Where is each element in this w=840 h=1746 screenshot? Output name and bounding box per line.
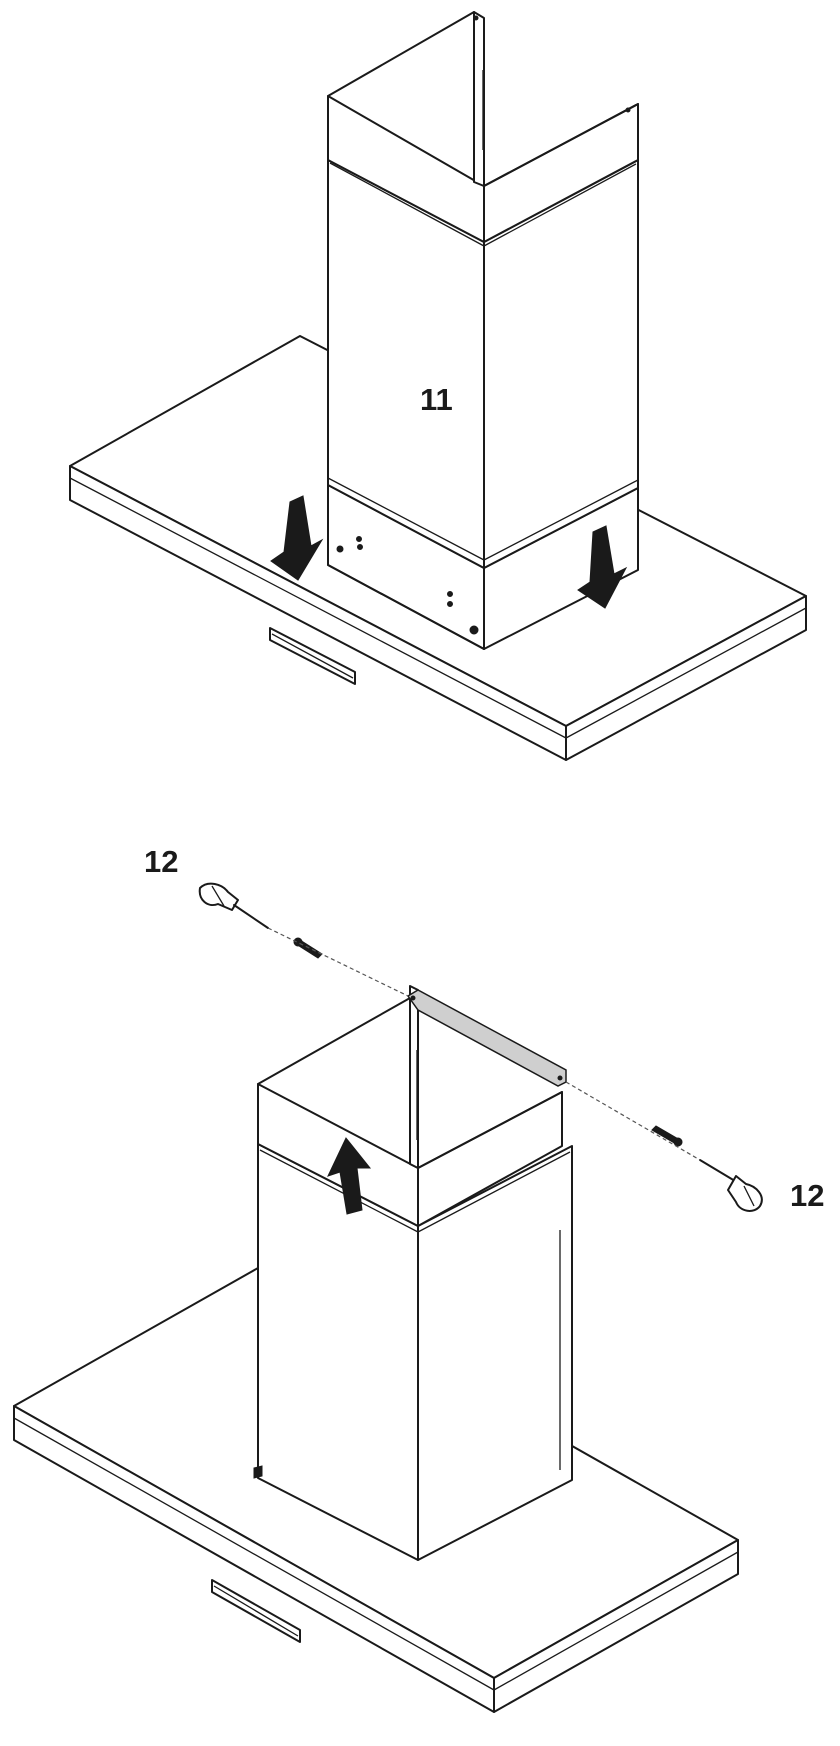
hood-canopy-bottom <box>13 1267 739 1713</box>
control-panel <box>211 1579 301 1643</box>
screw-guide-line-right <box>565 1081 701 1161</box>
screwdriver-icon <box>699 1159 763 1212</box>
control-panel <box>269 627 356 685</box>
arrow-up-icon <box>327 1137 372 1215</box>
upper-chimney-section <box>327 11 639 569</box>
screw-icon <box>651 1125 683 1147</box>
screwdriver-icon <box>198 882 269 929</box>
chimney-callout-label: 11 <box>420 382 453 417</box>
screw-guide-line-left <box>267 927 409 997</box>
step-2-figure: 12 12 <box>13 844 824 1713</box>
mounting-bracket <box>406 989 567 1087</box>
arrow-down-icon <box>270 495 324 581</box>
screw-callout-label-left: 12 <box>144 844 178 879</box>
arrow-down-icon <box>577 525 628 609</box>
screw-callout-label-right: 12 <box>790 1178 824 1213</box>
step-1-figure: 11 <box>69 11 807 761</box>
chimney-assembly <box>253 985 573 1561</box>
